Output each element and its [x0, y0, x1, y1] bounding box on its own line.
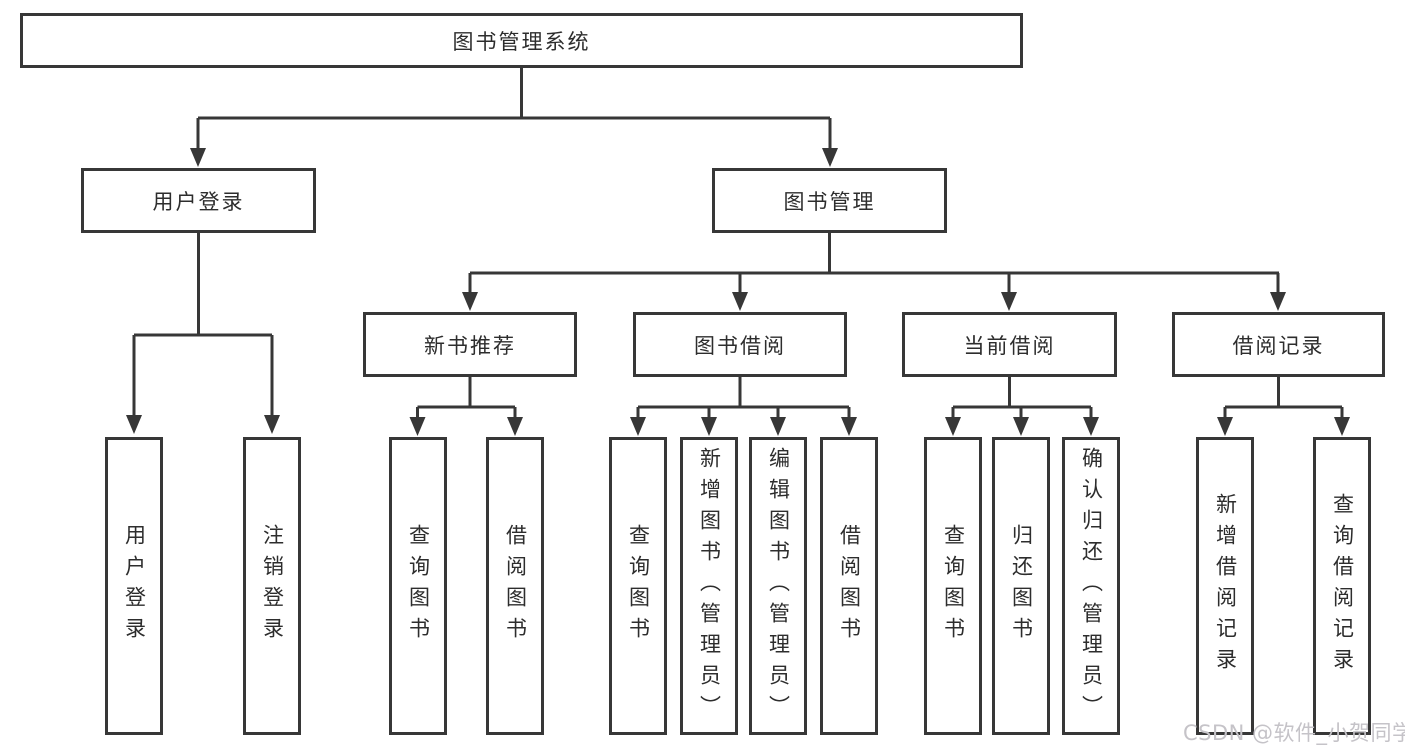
- node-new-book-recommend-label: 新书推荐: [424, 333, 516, 358]
- leaf-query-borrow-record: 查询借阅记录: [1313, 437, 1371, 735]
- leaf-confirm-return-admin: 确认归还（管理员）: [1062, 437, 1120, 735]
- arrowhead-down-icon: [770, 417, 786, 436]
- arrowhead-down-icon: [462, 292, 478, 311]
- leaf-add-books-admin-label: 新增图书（管理员）: [697, 446, 722, 726]
- leaf-query-books-recommend: 查询图书: [389, 437, 447, 735]
- leaf-borrow-books-recommend: 借阅图书: [486, 437, 544, 735]
- leaf-logout-login: 注销登录: [243, 437, 301, 735]
- node-user-login-label: 用户登录: [152, 189, 245, 214]
- node-new-book-recommend: 新书推荐: [363, 312, 577, 377]
- arrowhead-down-icon: [1001, 292, 1017, 311]
- leaf-query-books-borrow-label: 查询图书: [626, 524, 651, 648]
- node-current-borrowing-label: 当前借阅: [963, 333, 1056, 358]
- arrowhead-down-icon: [1270, 292, 1286, 311]
- leaf-return-books: 归还图书: [992, 437, 1050, 735]
- leaf-borrow-books-borrow: 借阅图书: [820, 437, 878, 735]
- arrowhead-down-icon: [126, 415, 142, 434]
- leaf-query-books-current: 查询图书: [924, 437, 982, 735]
- node-current-borrowing: 当前借阅: [902, 312, 1117, 377]
- node-book-management: 图书管理: [712, 168, 947, 233]
- arrowhead-down-icon: [507, 417, 523, 436]
- arrowhead-down-icon: [945, 417, 961, 436]
- leaf-query-borrow-record-label: 查询借阅记录: [1330, 493, 1355, 679]
- leaf-edit-books-admin: 编辑图书（管理员）: [749, 437, 807, 735]
- arrowhead-down-icon: [732, 292, 748, 311]
- arrowhead-down-icon: [841, 417, 857, 436]
- node-book-borrowing-label: 图书借阅: [694, 333, 786, 358]
- leaf-borrow-books-borrow-label: 借阅图书: [837, 524, 862, 648]
- leaf-borrow-books-recommend-label: 借阅图书: [503, 524, 528, 648]
- arrowhead-down-icon: [1083, 417, 1099, 436]
- leaf-add-books-admin: 新增图书（管理员）: [680, 437, 738, 735]
- node-root-label: 图书管理系统: [452, 29, 591, 54]
- node-root: 图书管理系统: [20, 13, 1023, 68]
- arrowhead-down-icon: [630, 417, 646, 436]
- leaf-query-books-recommend-label: 查询图书: [406, 524, 431, 648]
- arrowhead-down-icon: [409, 417, 426, 436]
- leaf-add-borrow-record-label: 新增借阅记录: [1213, 493, 1238, 679]
- arrowhead-down-icon: [190, 148, 206, 167]
- leaf-user-login: 用户登录: [105, 437, 163, 735]
- leaf-add-borrow-record: 新增借阅记录: [1196, 437, 1254, 735]
- node-user-login: 用户登录: [81, 168, 316, 233]
- leaf-query-books-current-label: 查询图书: [941, 524, 966, 648]
- arrowhead-down-icon: [822, 148, 838, 167]
- node-borrowing-records: 借阅记录: [1172, 312, 1385, 377]
- node-borrowing-records-label: 借阅记录: [1232, 333, 1325, 358]
- csdn-watermark: CSDN @软件_小贺同学: [1183, 721, 1405, 745]
- leaf-user-login-label: 用户登录: [122, 524, 147, 648]
- arrowhead-down-icon: [1013, 417, 1029, 436]
- node-book-management-label: 图书管理: [783, 189, 876, 214]
- arrowhead-down-icon: [1217, 417, 1233, 436]
- node-book-borrowing: 图书借阅: [633, 312, 847, 377]
- leaf-confirm-return-admin-label: 确认归还（管理员）: [1079, 446, 1104, 726]
- arrowhead-down-icon: [264, 415, 280, 434]
- arrowhead-down-icon: [701, 417, 717, 436]
- leaf-logout-login-label: 注销登录: [260, 524, 285, 648]
- arrowhead-down-icon: [1334, 417, 1350, 436]
- leaf-query-books-borrow: 查询图书: [609, 437, 667, 735]
- leaf-return-books-label: 归还图书: [1009, 524, 1034, 648]
- leaf-edit-books-admin-label: 编辑图书（管理员）: [766, 446, 791, 726]
